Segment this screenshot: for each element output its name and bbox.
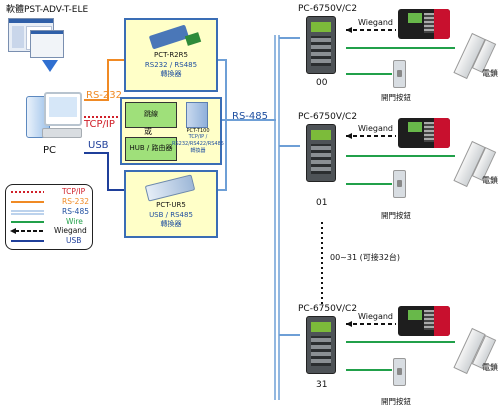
- lock-01-label: 電鎖: [482, 176, 498, 185]
- converter-r2r5-box: PCT-R2R5 RS232 / RS485 轉換器: [124, 18, 218, 92]
- controller-00-device: [306, 16, 336, 74]
- t100-line2: RS232/RS422/RS485: [172, 141, 224, 147]
- network-converter-box: 跳線 或 HUB / 路由器 PCT-T100 TCP/IP / RS232/R…: [120, 97, 224, 165]
- legend-rs485: RS-485: [62, 207, 89, 216]
- lock-00-label: 電鎖: [482, 69, 498, 78]
- exit-button-01-icon: [393, 170, 406, 198]
- ur5-device-icon: [144, 174, 196, 202]
- reader-31-device: [398, 306, 450, 336]
- tcpip-label: TCP/IP: [84, 119, 115, 130]
- pc-monitor-icon: [44, 92, 82, 126]
- ur5-model: PCT-UR5: [156, 201, 186, 209]
- r2r5-line2: 轉換器: [160, 70, 182, 78]
- controller-00-id: 00: [316, 78, 328, 88]
- exit-button-01-label: 開門按鈕: [381, 211, 411, 220]
- legend: TCP/IP RS-232 RS-485 Wire Wiegand USB: [5, 184, 93, 250]
- usb-label: USB: [88, 140, 109, 151]
- software-label: 軟體PST-ADV-T-ELE: [6, 5, 89, 15]
- usb-line: [84, 152, 124, 191]
- t100-line1: TCP/IP /: [188, 134, 208, 140]
- converter-ur5-box: PCT-UR5 USB / RS485 轉換器: [124, 170, 218, 238]
- legend-tcpip: TCP/IP: [62, 187, 86, 196]
- controller-31-wiegand: Wiegand: [358, 312, 394, 321]
- legend-wiegand: Wiegand: [54, 226, 87, 235]
- rs485-label: RS-485: [232, 111, 268, 122]
- hub-router-box: HUB / 路由器: [125, 137, 177, 161]
- controller-31-device: [306, 316, 336, 374]
- jumper-box: 跳線: [125, 102, 177, 128]
- controller-01-device: [306, 124, 336, 182]
- install-arrow-icon: [42, 60, 58, 72]
- r2r5-model: PCT-R2R5: [154, 51, 188, 59]
- jumper-label: 跳線: [144, 110, 158, 118]
- rs232-line: [84, 59, 124, 101]
- controller-00-wiegand: Wiegand: [358, 18, 394, 27]
- controller-01-model: PC-6750V/C2: [298, 112, 358, 122]
- legend-swatches: [10, 191, 44, 242]
- controller-31-id: 31: [316, 380, 328, 390]
- software-screenshot-2: [30, 30, 64, 58]
- controller-01-id: 01: [316, 198, 328, 208]
- pc-label: PC: [43, 145, 57, 156]
- rs232-label: RS-232: [86, 90, 122, 101]
- or-label: 或: [144, 127, 152, 136]
- legend-rs232: RS-232: [62, 197, 89, 206]
- hub-router-label: HUB / 路由器: [129, 144, 173, 152]
- t100-model: PCT-T100: [186, 128, 210, 134]
- exit-button-31-label: 開門按鈕: [381, 397, 411, 406]
- legend-usb: USB: [66, 236, 82, 245]
- r2r5-line1: RS232 / RS485: [144, 61, 198, 69]
- lock-31-label: 電鎖: [482, 363, 498, 372]
- pc-keyboard-icon: [42, 128, 82, 138]
- controller-31-model: PC-6750V/C2: [298, 304, 358, 314]
- r2r5-device-icon: [148, 24, 190, 50]
- t100-line3: 轉換器: [190, 148, 206, 154]
- exit-button-31-icon: [393, 358, 406, 386]
- exit-button-00-label: 開門按鈕: [381, 93, 411, 102]
- range-note: 00~31 (可接32台): [330, 253, 401, 262]
- ur5-line1: USB / RS485: [149, 211, 193, 219]
- reader-00-device: [398, 9, 450, 39]
- controller-01-wiegand: Wiegand: [358, 124, 394, 133]
- legend-wire: Wire: [66, 217, 83, 226]
- reader-01-device: [398, 118, 450, 148]
- ur5-line2: 轉換器: [160, 220, 182, 228]
- t100-device-icon: [186, 102, 208, 128]
- exit-button-00-icon: [393, 60, 406, 88]
- controller-00-model: PC-6750V/C2: [298, 4, 358, 14]
- rs485-converter-link: [216, 59, 227, 191]
